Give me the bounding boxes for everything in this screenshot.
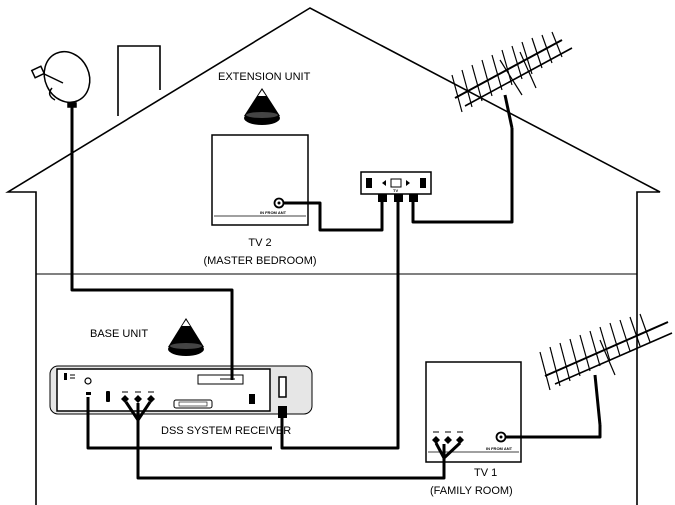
tv2-room-label: (MASTER BEDROOM): [203, 255, 316, 267]
cables: [70, 128, 602, 480]
cable-splitter-to-receiver: [280, 202, 400, 450]
splitter-box: TV: [360, 171, 432, 202]
dss-receiver: [49, 365, 313, 418]
tv1-input-label: IN FROM ANT: [486, 446, 513, 451]
tv2-input-label: IN FROM ANT: [260, 210, 287, 215]
tv1-room-label: (FAMILY ROOM): [430, 485, 513, 497]
extension-unit-label: EXTENSION UNIT: [218, 71, 311, 83]
house-outline: [5, 7, 661, 505]
receiver-label: DSS SYSTEM RECEIVER: [161, 425, 291, 437]
remote-unit-icon: [244, 88, 280, 125]
tv2-set: IN FROM ANT: [211, 134, 309, 226]
roof-antenna-icon: [451, 31, 573, 129]
attic-antenna-icon: [539, 313, 673, 426]
splitter-mark: TV: [393, 188, 398, 193]
remote-unit-icon: [168, 318, 204, 356]
base-unit-label: BASE UNIT: [90, 328, 148, 340]
tv1-label: TV 1: [474, 467, 497, 479]
cable-dish-to-receiver: [70, 136, 234, 380]
cable-antenna-to-splitter: [411, 128, 514, 224]
cable-attic-antenna-to-tv1: [506, 425, 602, 439]
cable-receiver-rf-out: [136, 403, 446, 480]
tv2-label: TV 2: [248, 237, 271, 249]
cable-receiver-to-tv1: [86, 397, 272, 450]
cable-tv2-to-splitter: [283, 201, 384, 232]
tv1-set: IN FROM ANT: [425, 361, 522, 463]
satellite-dish-icon: [30, 50, 91, 136]
